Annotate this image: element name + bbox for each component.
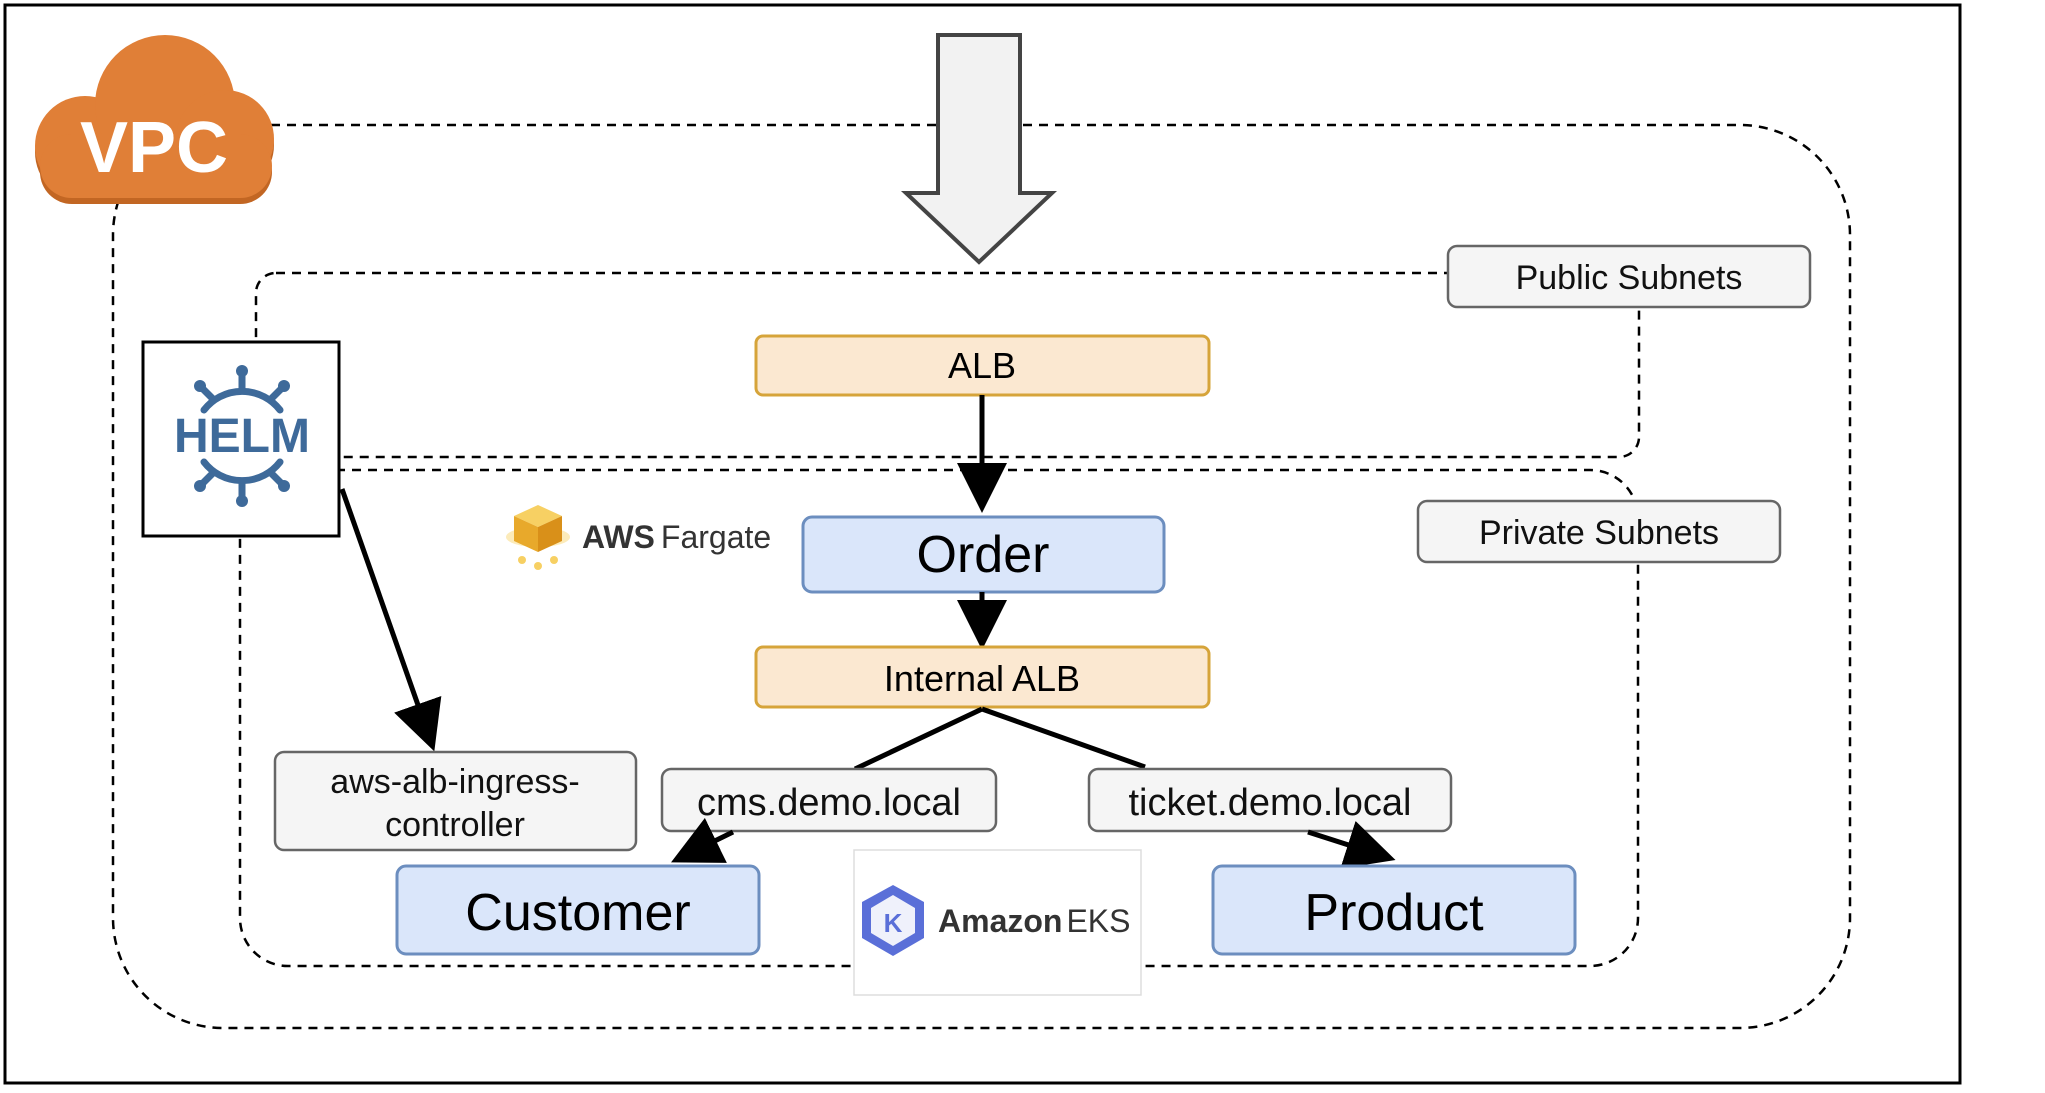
internal-alb-to-ticket-line [981,706,1146,770]
incoming-traffic-arrow [900,33,1058,265]
vpc-badge-text: VPC [80,108,228,188]
private-subnets-label: Private Subnets [1416,499,1782,564]
ingress-controller-node: aws-alb-ingress- controller [273,750,638,852]
ticket-to-product-arrow [1307,820,1396,869]
cms-host-text: cms.demo.local [697,782,961,824]
order-text: Order [917,526,1050,584]
ingress-controller-text-line1: aws-alb-ingress- [330,763,579,801]
alb-text: ALB [948,345,1016,386]
ticket-host-node: ticket.demo.local [1087,767,1453,833]
customer-text: Customer [465,884,690,942]
internal-alb-text: Internal ALB [884,658,1080,699]
order-service-node: Order [801,515,1166,594]
eks-logo-letter: K [884,908,903,938]
vpc-cloud-badge: VPC [35,35,274,204]
alb-node: ALB [754,334,1211,397]
cms-to-customer-arrow [671,817,735,863]
product-text: Product [1304,884,1484,942]
helm-to-ingress-arrow [339,488,442,752]
internal-alb-node: Internal ALB [754,645,1211,709]
ingress-controller-text-line2: controller [385,806,525,844]
helm-logo: HELM [141,340,341,538]
ticket-host-text: ticket.demo.local [1128,782,1411,824]
customer-service-node: Customer [395,864,761,956]
public-subnets-label: Public Subnets [1446,244,1812,309]
internal-alb-to-cms-line [853,706,984,772]
helm-logo-text: HELM [174,410,310,463]
fargate-cube-icon [506,505,570,570]
product-service-node: Product [1211,864,1577,956]
public-subnets-text: Public Subnets [1516,259,1743,297]
cms-host-node: cms.demo.local [660,767,998,833]
private-subnets-text: Private Subnets [1479,514,1719,552]
